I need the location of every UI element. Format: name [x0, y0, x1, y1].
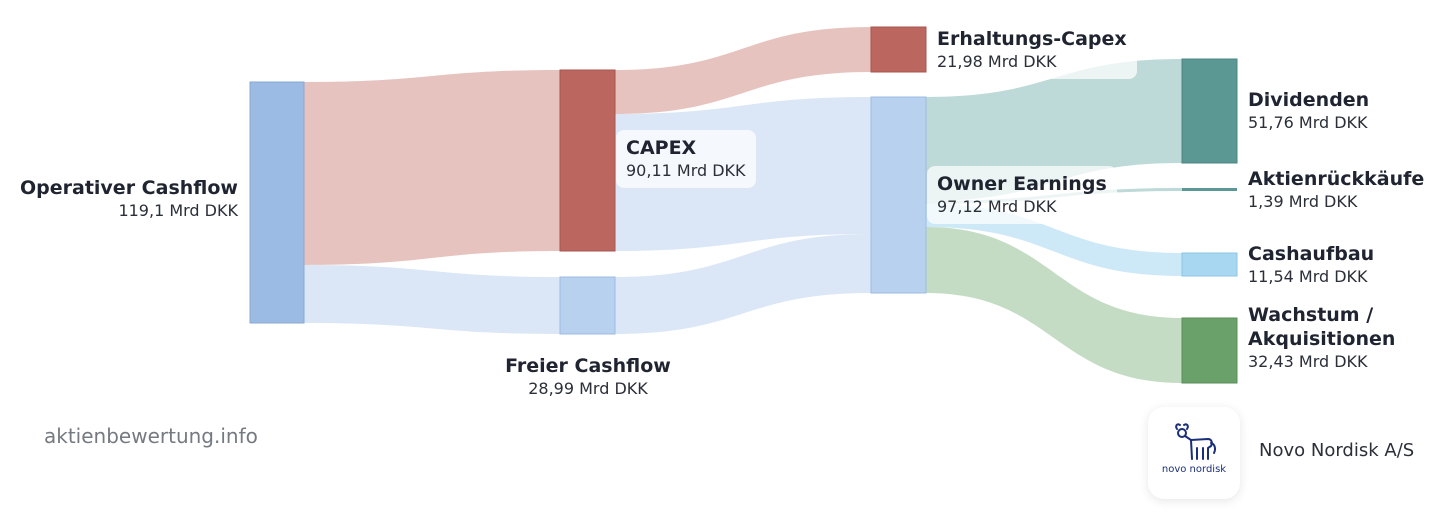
capex-title: CAPEX — [626, 137, 697, 159]
label-wachstum: Wachstum / Akquisitionen 32,43 Mrd DKK — [1238, 297, 1406, 379]
company-logo: novo nordisk — [1148, 407, 1240, 499]
freier-cashflow-title: Freier Cashflow — [505, 355, 671, 377]
wachstum-value: 32,43 Mrd DKK — [1248, 352, 1368, 371]
watermark: aktienbewertung.info — [44, 424, 258, 448]
label-owner-earnings: Owner Earnings 97,12 Mrd DKK — [927, 166, 1117, 224]
node-operativer-cashflow — [249, 81, 305, 324]
operativer-cashflow-value: 119,1 Mrd DKK — [118, 201, 238, 220]
wachstum-title-line2: Akquisitionen — [1248, 328, 1396, 350]
label-freier-cashflow: Freier Cashflow 28,99 Mrd DKK — [492, 348, 684, 406]
link-ocf-fcf — [304, 265, 560, 334]
logo-text: novo nordisk — [1161, 464, 1227, 475]
aktienrueckkaeufe-title: Aktienrückkäufe — [1248, 168, 1425, 190]
label-erhaltungs-capex: Erhaltungs-Capex 21,98 Mrd DKK — [927, 21, 1137, 79]
link-capex-erhaltungs — [615, 27, 871, 114]
node-owner-earnings — [870, 96, 927, 294]
operativer-cashflow-title: Operativer Cashflow — [20, 177, 238, 199]
label-cashaufbau: Cashaufbau 11,54 Mrd DKK — [1238, 236, 1385, 294]
label-dividenden: Dividenden 51,76 Mrd DKK — [1238, 82, 1380, 140]
erhaltungs-capex-title: Erhaltungs-Capex — [937, 28, 1127, 50]
node-dividenden — [1181, 58, 1238, 164]
node-capex — [559, 69, 616, 252]
link-fcf-owner — [615, 234, 871, 334]
sankey-nodes — [249, 26, 1238, 384]
dividenden-title: Dividenden — [1248, 89, 1370, 111]
link-owner-wachstum — [926, 227, 1182, 383]
label-aktienrueckkaeufe: Aktienrückkäufe 1,39 Mrd DKK — [1238, 161, 1435, 219]
capex-value: 90,11 Mrd DKK — [626, 161, 746, 180]
freier-cashflow-value: 28,99 Mrd DKK — [528, 379, 648, 398]
aktienrueckkaeufe-value: 1,39 Mrd DKK — [1248, 192, 1358, 211]
cashaufbau-value: 11,54 Mrd DKK — [1248, 267, 1368, 286]
node-freier-cashflow — [559, 276, 616, 335]
apis-bull-icon — [1175, 423, 1216, 460]
cashaufbau-title: Cashaufbau — [1248, 243, 1375, 265]
owner-earnings-title: Owner Earnings — [937, 173, 1107, 195]
node-wachstum — [1181, 317, 1238, 384]
owner-earnings-value: 97,12 Mrd DKK — [937, 197, 1057, 216]
link-ocf-capex — [304, 70, 560, 265]
dividenden-value: 51,76 Mrd DKK — [1248, 113, 1368, 132]
node-cashaufbau — [1181, 252, 1238, 277]
link-owner-dividenden — [926, 59, 1182, 201]
label-operativer-cashflow: Operativer Cashflow 119,1 Mrd DKK — [10, 170, 248, 228]
company-name: Novo Nordisk A/S — [1259, 440, 1415, 461]
erhaltungs-capex-value: 21,98 Mrd DKK — [937, 52, 1057, 71]
wachstum-title-line1: Wachstum / — [1248, 304, 1374, 326]
node-erhaltungs-capex — [870, 26, 927, 73]
label-capex: CAPEX 90,11 Mrd DKK — [616, 130, 756, 188]
node-aktienrueckkaeufe — [1182, 188, 1237, 191]
